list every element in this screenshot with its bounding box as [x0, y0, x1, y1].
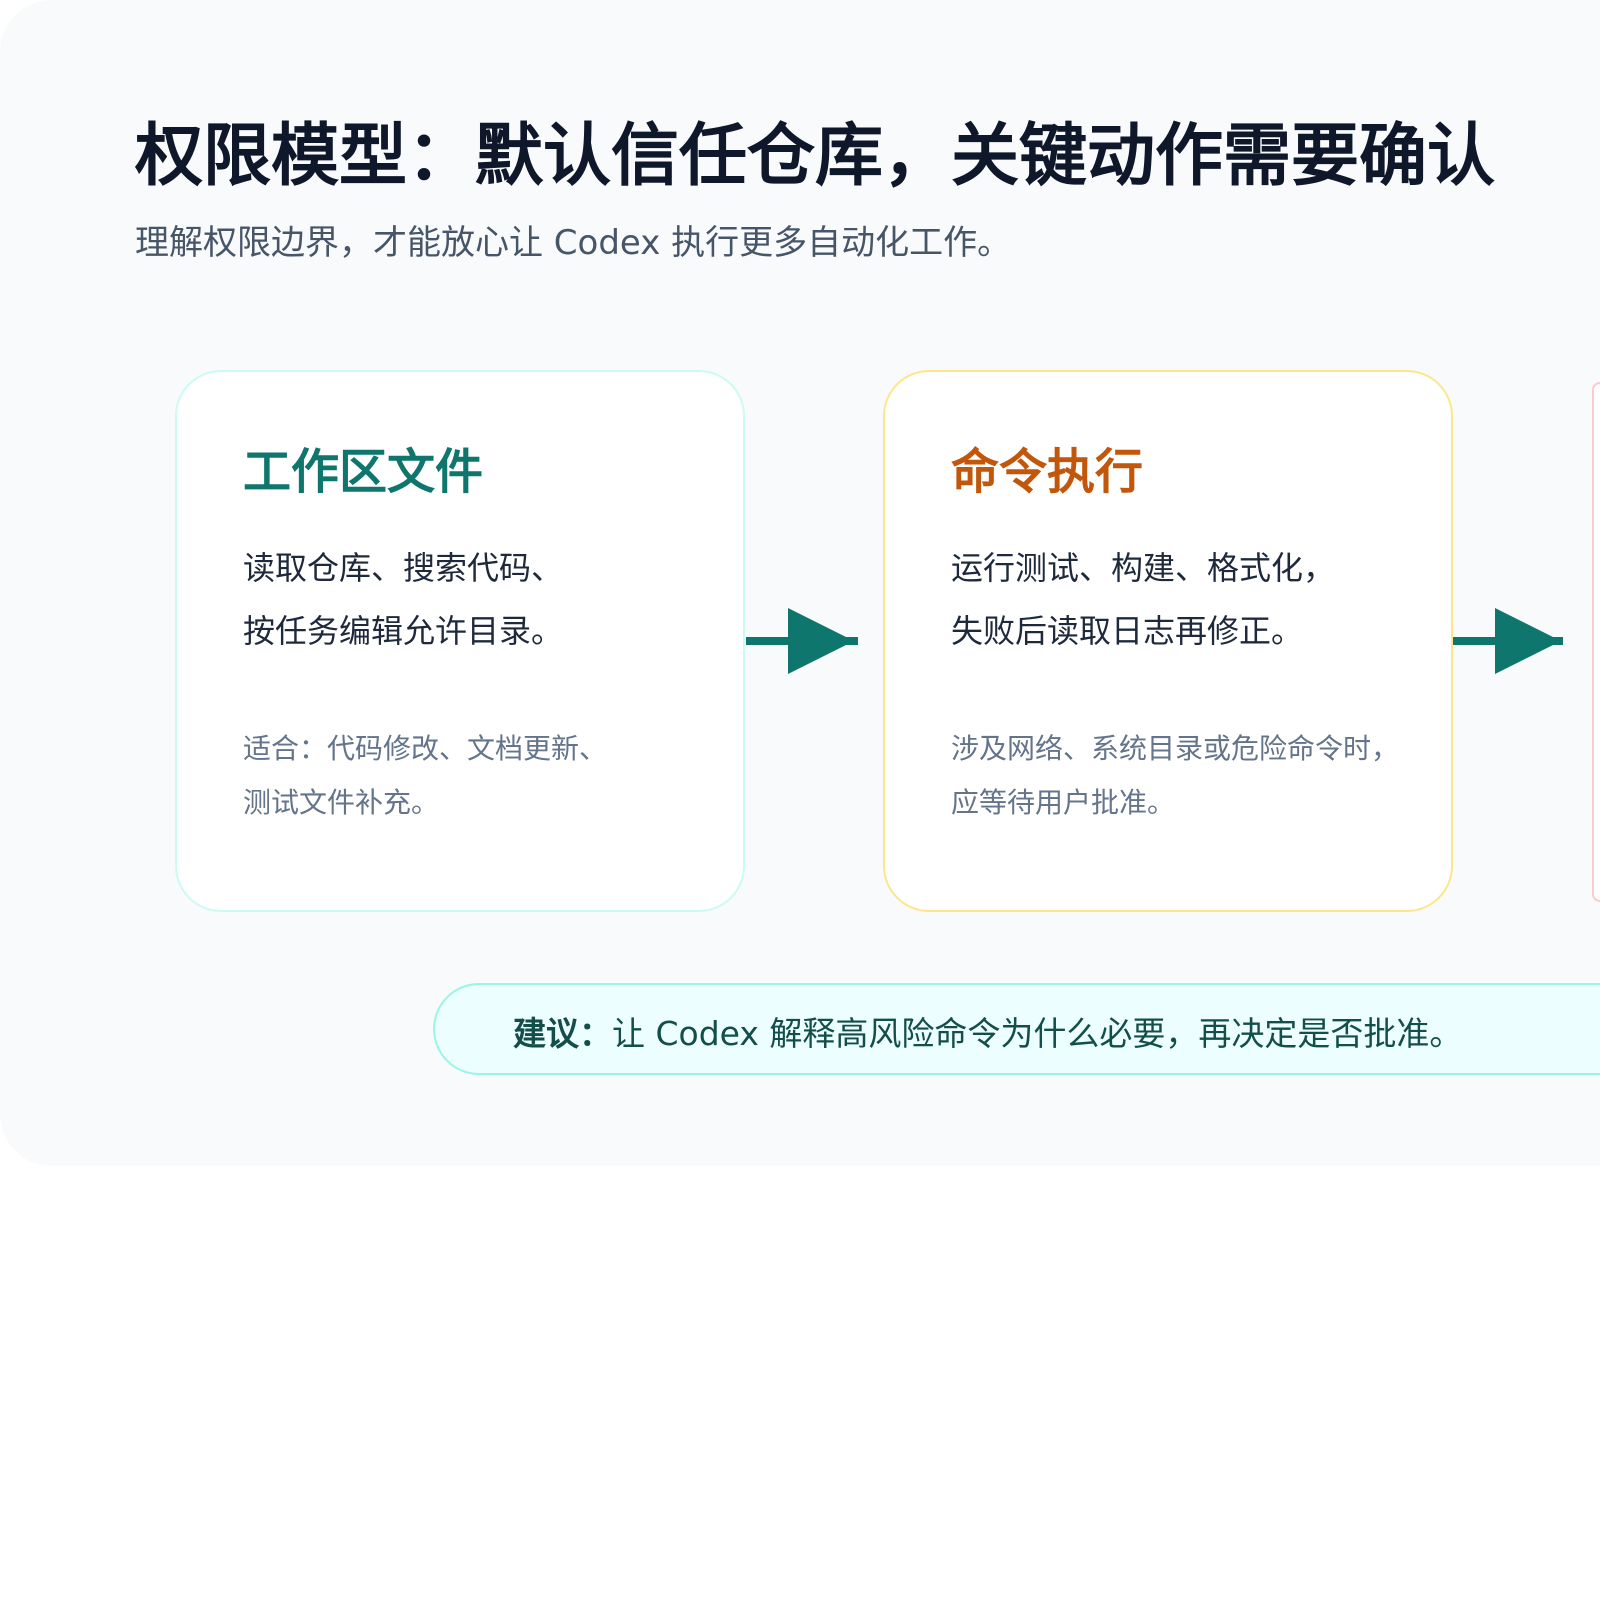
card-note: 涉及网络、系统目录或危险命令时， 应等待用户批准。 [951, 722, 1399, 830]
page-subtitle: 理解权限边界，才能放心让 Codex 执行更多自动化工作。 [135, 223, 1012, 263]
card-body-line: 读取仓库、搜索代码、 [243, 549, 564, 587]
card-body-line: 失败后读取日志再修正。 [951, 612, 1304, 650]
tip-callout: 建议：让 Codex 解释高风险命令为什么必要，再决定是否批准。 [433, 983, 1600, 1075]
card-workspace-files: 工作区文件 读取仓库、搜索代码、 按任务编辑允许目录。 适合：代码修改、文档更新… [175, 370, 745, 912]
arrow-right-icon [1453, 608, 1563, 674]
card-title: 工作区文件 [243, 444, 484, 500]
card-body: 运行测试、构建、格式化， 失败后读取日志再修正。 [951, 537, 1335, 663]
card-partial [1592, 382, 1600, 902]
card-note-line: 测试文件补充。 [243, 786, 440, 819]
card-body: 读取仓库、搜索代码、 按任务编辑允许目录。 [243, 537, 563, 663]
card-note-line: 涉及网络、系统目录或危险命令时， [951, 732, 1400, 765]
card-note-line: 应等待用户批准。 [951, 786, 1176, 819]
arrow-right-icon [746, 608, 858, 674]
card-body-line: 运行测试、构建、格式化， [951, 549, 1336, 587]
tip-text: 建议：让 Codex 解释高风险命令为什么必要，再决定是否批准。 [513, 1007, 1462, 1055]
card-note: 适合：代码修改、文档更新、 测试文件补充。 [243, 722, 607, 830]
card-title: 命令执行 [951, 444, 1144, 500]
slide-panel: 权限模型：默认信任仓库，关键动作需要确认 理解权限边界，才能放心让 Codex … [135, 117, 1600, 1075]
tip-body: 让 Codex 解释高风险命令为什么必要，再决定是否批准。 [612, 1014, 1463, 1053]
card-note-line: 适合：代码修改、文档更新、 [243, 732, 608, 765]
tip-label: 建议： [513, 1014, 612, 1053]
card-body-line: 按任务编辑允许目录。 [243, 612, 564, 650]
card-command-execution: 命令执行 运行测试、构建、格式化， 失败后读取日志再修正。 涉及网络、系统目录或… [883, 370, 1453, 912]
page-title: 权限模型：默认信任仓库，关键动作需要确认 [135, 117, 1496, 196]
